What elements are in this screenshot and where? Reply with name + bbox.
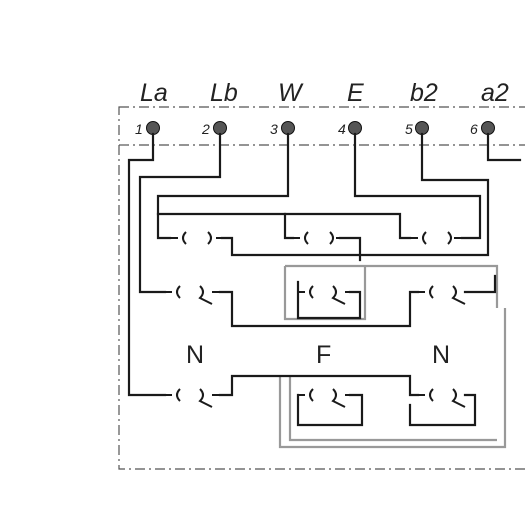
terminal-screw-6: [481, 121, 495, 135]
terminal-number-2: 2: [201, 121, 210, 137]
wire-row2-middle: [296, 280, 362, 320]
terminal-screw-3: [281, 121, 295, 135]
position-label-middle: F: [316, 341, 331, 369]
wire-row2-right: [463, 274, 497, 294]
contact-row1-right: [410, 231, 462, 245]
terminal-number-5: 5: [405, 121, 413, 137]
terminal-number-4: 4: [338, 121, 346, 137]
position-labels: N F N: [186, 341, 450, 369]
wire-terminal-1: [127, 132, 167, 397]
wire-row2-left-out: [218, 290, 420, 328]
enclosure-border: [118, 106, 525, 470]
contact-row2-right: [418, 285, 466, 305]
terminal-number-6: 6: [470, 121, 478, 137]
wire-terminal-6: [486, 132, 522, 162]
contact-row3-middle: [298, 388, 350, 408]
terminal-label-e: E: [347, 79, 364, 107]
wire-row3-middle: [296, 393, 364, 427]
terminal-label-b2: b2: [410, 79, 438, 107]
contact-row3-left: [165, 388, 220, 408]
wire-terminal-2: [138, 132, 222, 294]
contact-row2-left: [165, 285, 220, 305]
wire-row3-left: [218, 374, 420, 397]
position-label-left: N: [186, 341, 204, 369]
terminal-number-3: 3: [270, 121, 278, 137]
terminal-labels: La Lb W E b2 a2: [140, 79, 509, 107]
wire-terminal-3: [156, 132, 290, 240]
terminal-label-lb: Lb: [210, 79, 238, 107]
terminal-screw-1: [146, 121, 160, 135]
terminal-screw-4: [348, 121, 362, 135]
position-label-right: N: [432, 341, 450, 369]
contacts: [165, 231, 466, 408]
linkage-loop-lower: [278, 308, 507, 449]
contact-row3-right: [418, 388, 466, 408]
wire-top-bus-drop: [283, 212, 295, 240]
mechanical-linkage: [278, 264, 507, 449]
wire-top-bus: [156, 212, 412, 240]
terminal-screw-5: [415, 121, 429, 135]
contact-row2-middle: [298, 285, 350, 305]
terminal-numbers: 1 2 3 4 5 6: [135, 121, 478, 137]
terminal-screws: [146, 121, 495, 135]
terminal-label-w: W: [278, 79, 304, 107]
wire-row1-middle-right: [338, 236, 362, 262]
terminal-label-a2: a2: [481, 79, 509, 107]
terminal-number-1: 1: [135, 121, 143, 137]
terminal-screw-2: [213, 121, 227, 135]
contact-row1-left: [170, 231, 222, 245]
wire-terminal-4: [353, 132, 482, 240]
wiring: [127, 132, 522, 427]
terminal-label-la: La: [140, 79, 168, 107]
contact-row1-middle: [293, 231, 340, 245]
wire-terminal-5: [220, 132, 490, 257]
wire-row3-right: [408, 393, 477, 427]
linkage-inner-lower: [288, 376, 497, 442]
